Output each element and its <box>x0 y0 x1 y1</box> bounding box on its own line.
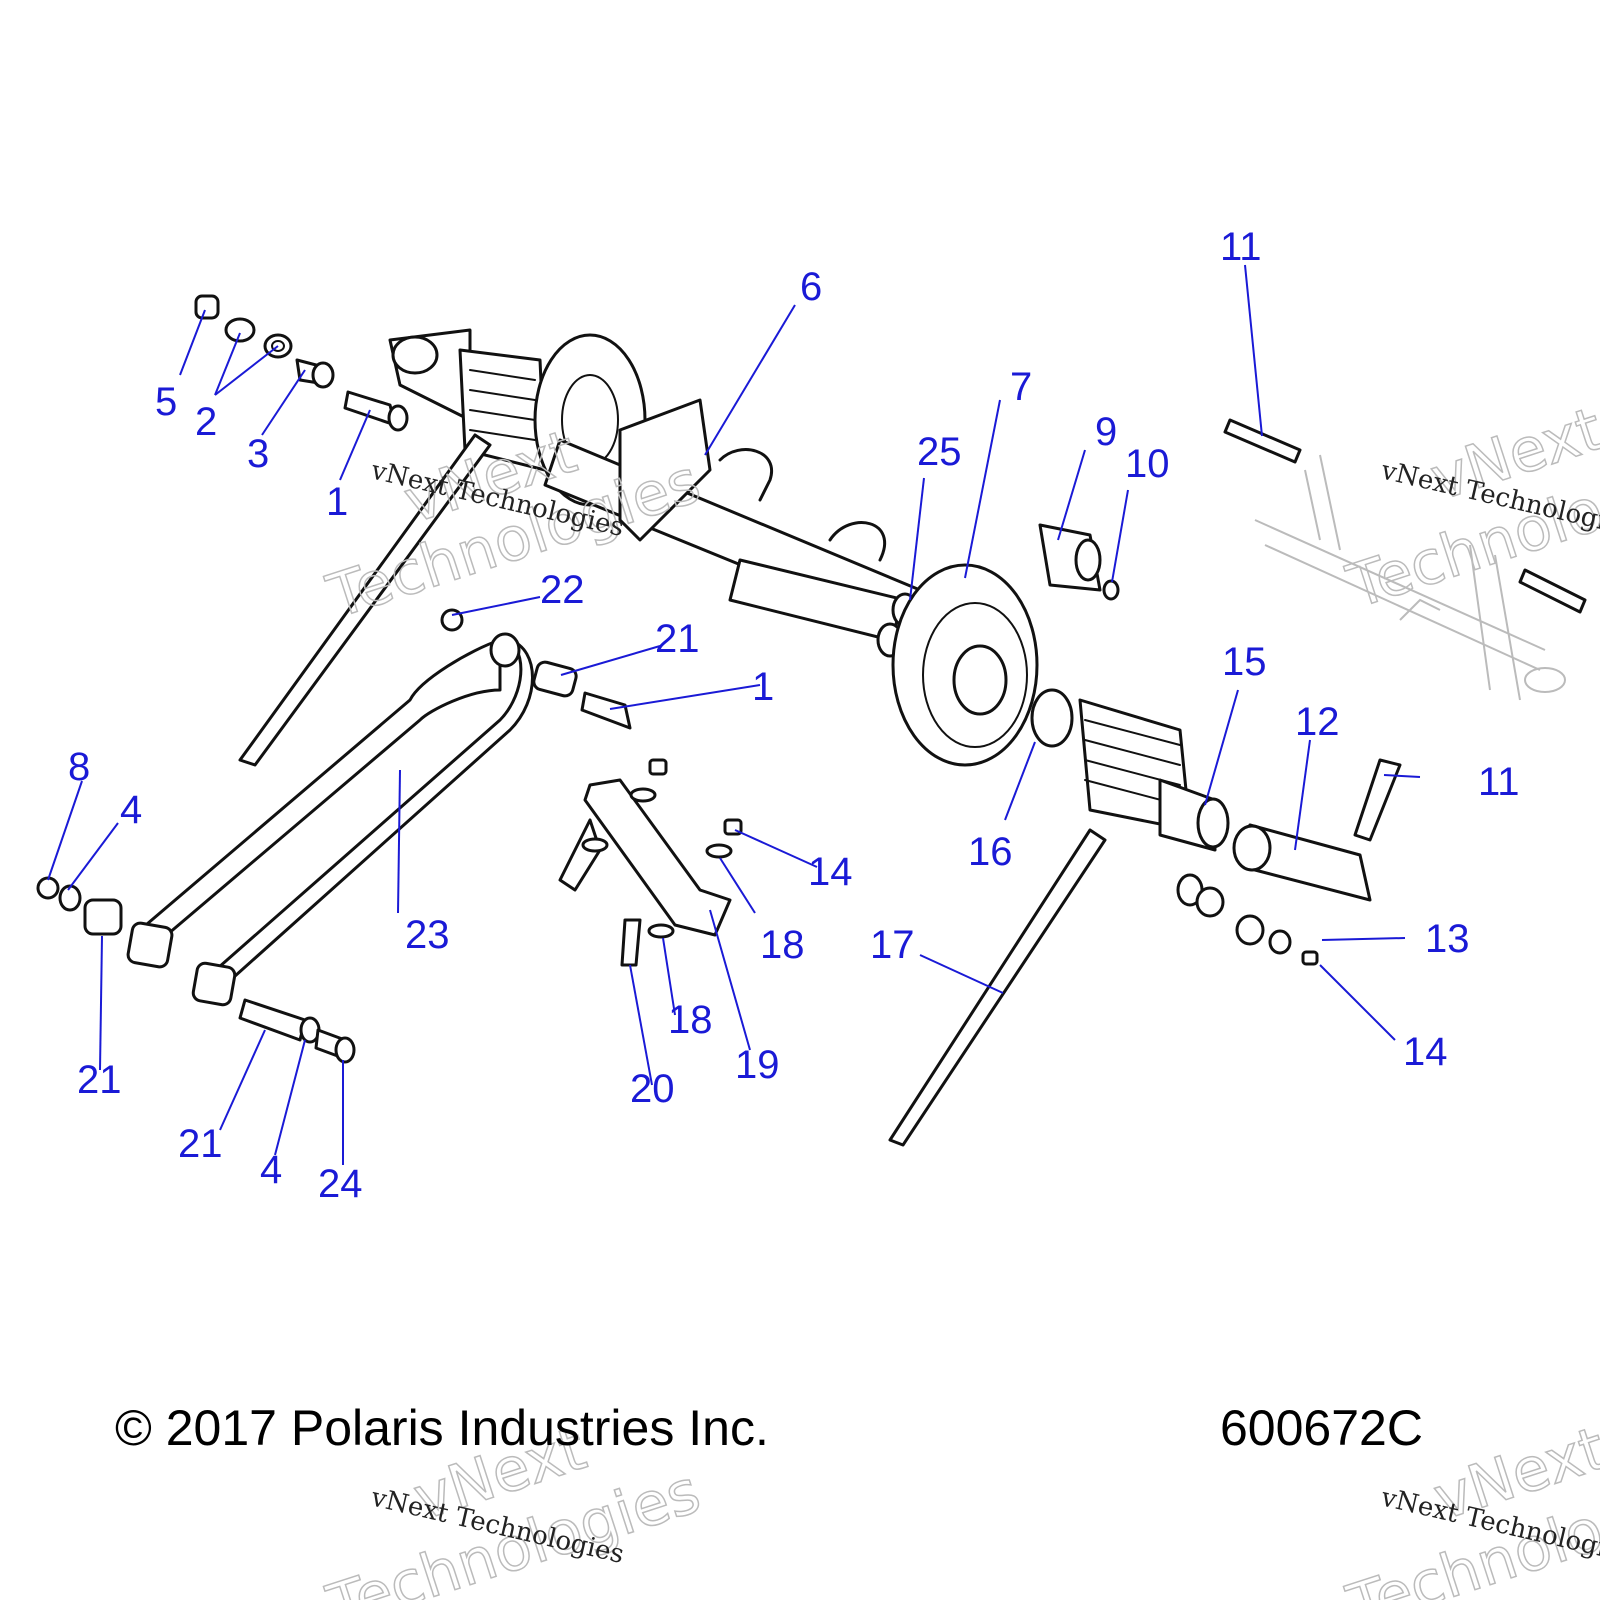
callout-4a: 4 <box>120 788 142 832</box>
axle-assembly <box>388 328 922 658</box>
callout-2: 2 <box>195 400 217 444</box>
diagram-number: 600672C <box>1220 1400 1423 1456</box>
callout-22: 22 <box>540 568 585 612</box>
left-spring-rod <box>238 433 492 767</box>
pulley-wheel <box>891 563 1039 767</box>
callout-11b: 11 <box>1478 760 1520 804</box>
callout-15: 15 <box>1222 640 1267 684</box>
callout-17: 17 <box>870 923 915 967</box>
callout-18a: 18 <box>760 923 805 967</box>
callout-19: 19 <box>735 1043 780 1087</box>
callout-11a: 11 <box>1220 225 1262 269</box>
torsion-rod <box>888 828 1107 1147</box>
callout-5: 5 <box>155 380 177 424</box>
callout-labels: 1 1 2 3 4 4 5 6 7 8 9 10 11 11 12 13 14 … <box>68 225 1520 1206</box>
copyright-text: © 2017 Polaris Industries Inc. <box>115 1400 769 1456</box>
callout-3: 3 <box>247 432 269 476</box>
leader-lines <box>47 264 1421 1165</box>
swing-arm <box>126 632 534 1007</box>
callout-20: 20 <box>630 1067 675 1111</box>
callout-1a: 1 <box>326 480 348 524</box>
callout-14b: 14 <box>1403 1030 1448 1074</box>
right-hardware <box>1176 418 1587 966</box>
ghost-frame <box>1254 454 1566 701</box>
o-ring <box>1030 688 1074 748</box>
callout-24: 24 <box>318 1162 363 1206</box>
callout-21b: 21 <box>77 1058 122 1102</box>
callout-14a: 14 <box>808 850 853 894</box>
callout-13: 13 <box>1425 917 1470 961</box>
callout-21a: 21 <box>655 617 700 661</box>
callout-8: 8 <box>68 745 90 789</box>
callout-12: 12 <box>1295 700 1340 744</box>
footer: © 2017 Polaris Industries Inc. 600672C <box>115 1400 1423 1456</box>
callout-9: 9 <box>1095 410 1117 454</box>
callout-6: 6 <box>800 265 822 309</box>
callout-7: 7 <box>1010 365 1032 409</box>
callout-1b: 1 <box>752 665 774 709</box>
right-spring <box>1078 698 1230 852</box>
mid-hardware <box>440 608 632 730</box>
callout-10: 10 <box>1125 442 1170 486</box>
callout-25: 25 <box>917 430 962 474</box>
upper-left-hardware <box>194 294 409 432</box>
block-and-ring <box>1038 523 1120 601</box>
callout-21c: 21 <box>178 1122 223 1166</box>
callout-23: 23 <box>405 913 450 957</box>
callout-4b: 4 <box>260 1148 282 1192</box>
lower-left-hardware <box>36 876 356 1064</box>
bracket-assembly <box>558 758 743 967</box>
callout-18b: 18 <box>668 998 713 1042</box>
callout-16: 16 <box>968 830 1013 874</box>
